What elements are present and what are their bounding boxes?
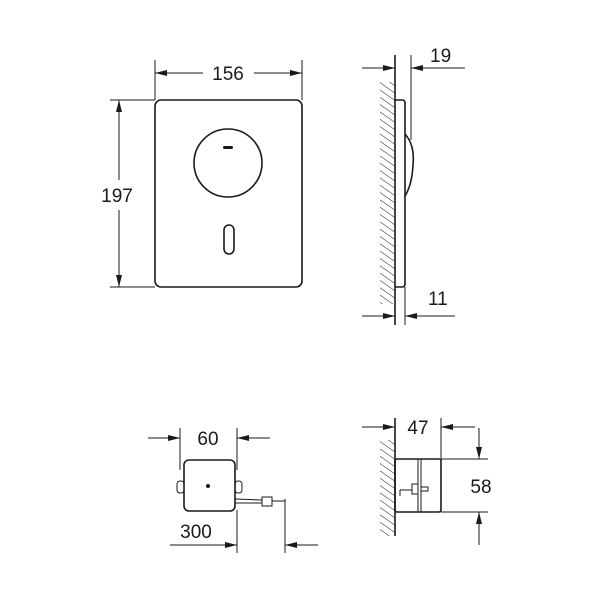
wall-hatch-lower (380, 440, 395, 536)
cable-connector (261, 496, 273, 507)
flush-plate-outline (154, 99, 303, 288)
dim-box-height: 58 (470, 477, 491, 498)
dim-plate-height: 197 (101, 186, 133, 207)
dim-box-depth: 47 (407, 418, 428, 439)
plate-profile (395, 99, 406, 288)
right-clip (234, 480, 243, 494)
dim-plate-depth: 11 (428, 289, 448, 310)
control-box-front-view: 60 300 (148, 428, 318, 553)
sensor-bulge (404, 133, 415, 197)
cable (234, 498, 263, 504)
sensor-indicator (223, 146, 233, 149)
dim-cable-length: 300 (180, 522, 212, 543)
wall-hatch (380, 82, 395, 304)
box-fitting (399, 483, 429, 496)
flush-slot (223, 224, 235, 255)
dim-total-depth: 19 (430, 46, 451, 67)
dim-box-width: 60 (197, 429, 218, 450)
control-box-side-view: 47 58 (362, 418, 492, 545)
front-view: 156 197 (101, 60, 303, 288)
sensor-window (193, 128, 263, 198)
mounting-hole (206, 484, 210, 488)
left-clip (176, 480, 185, 494)
dim-plate-width: 156 (212, 64, 244, 85)
side-view: 19 11 (362, 46, 465, 325)
